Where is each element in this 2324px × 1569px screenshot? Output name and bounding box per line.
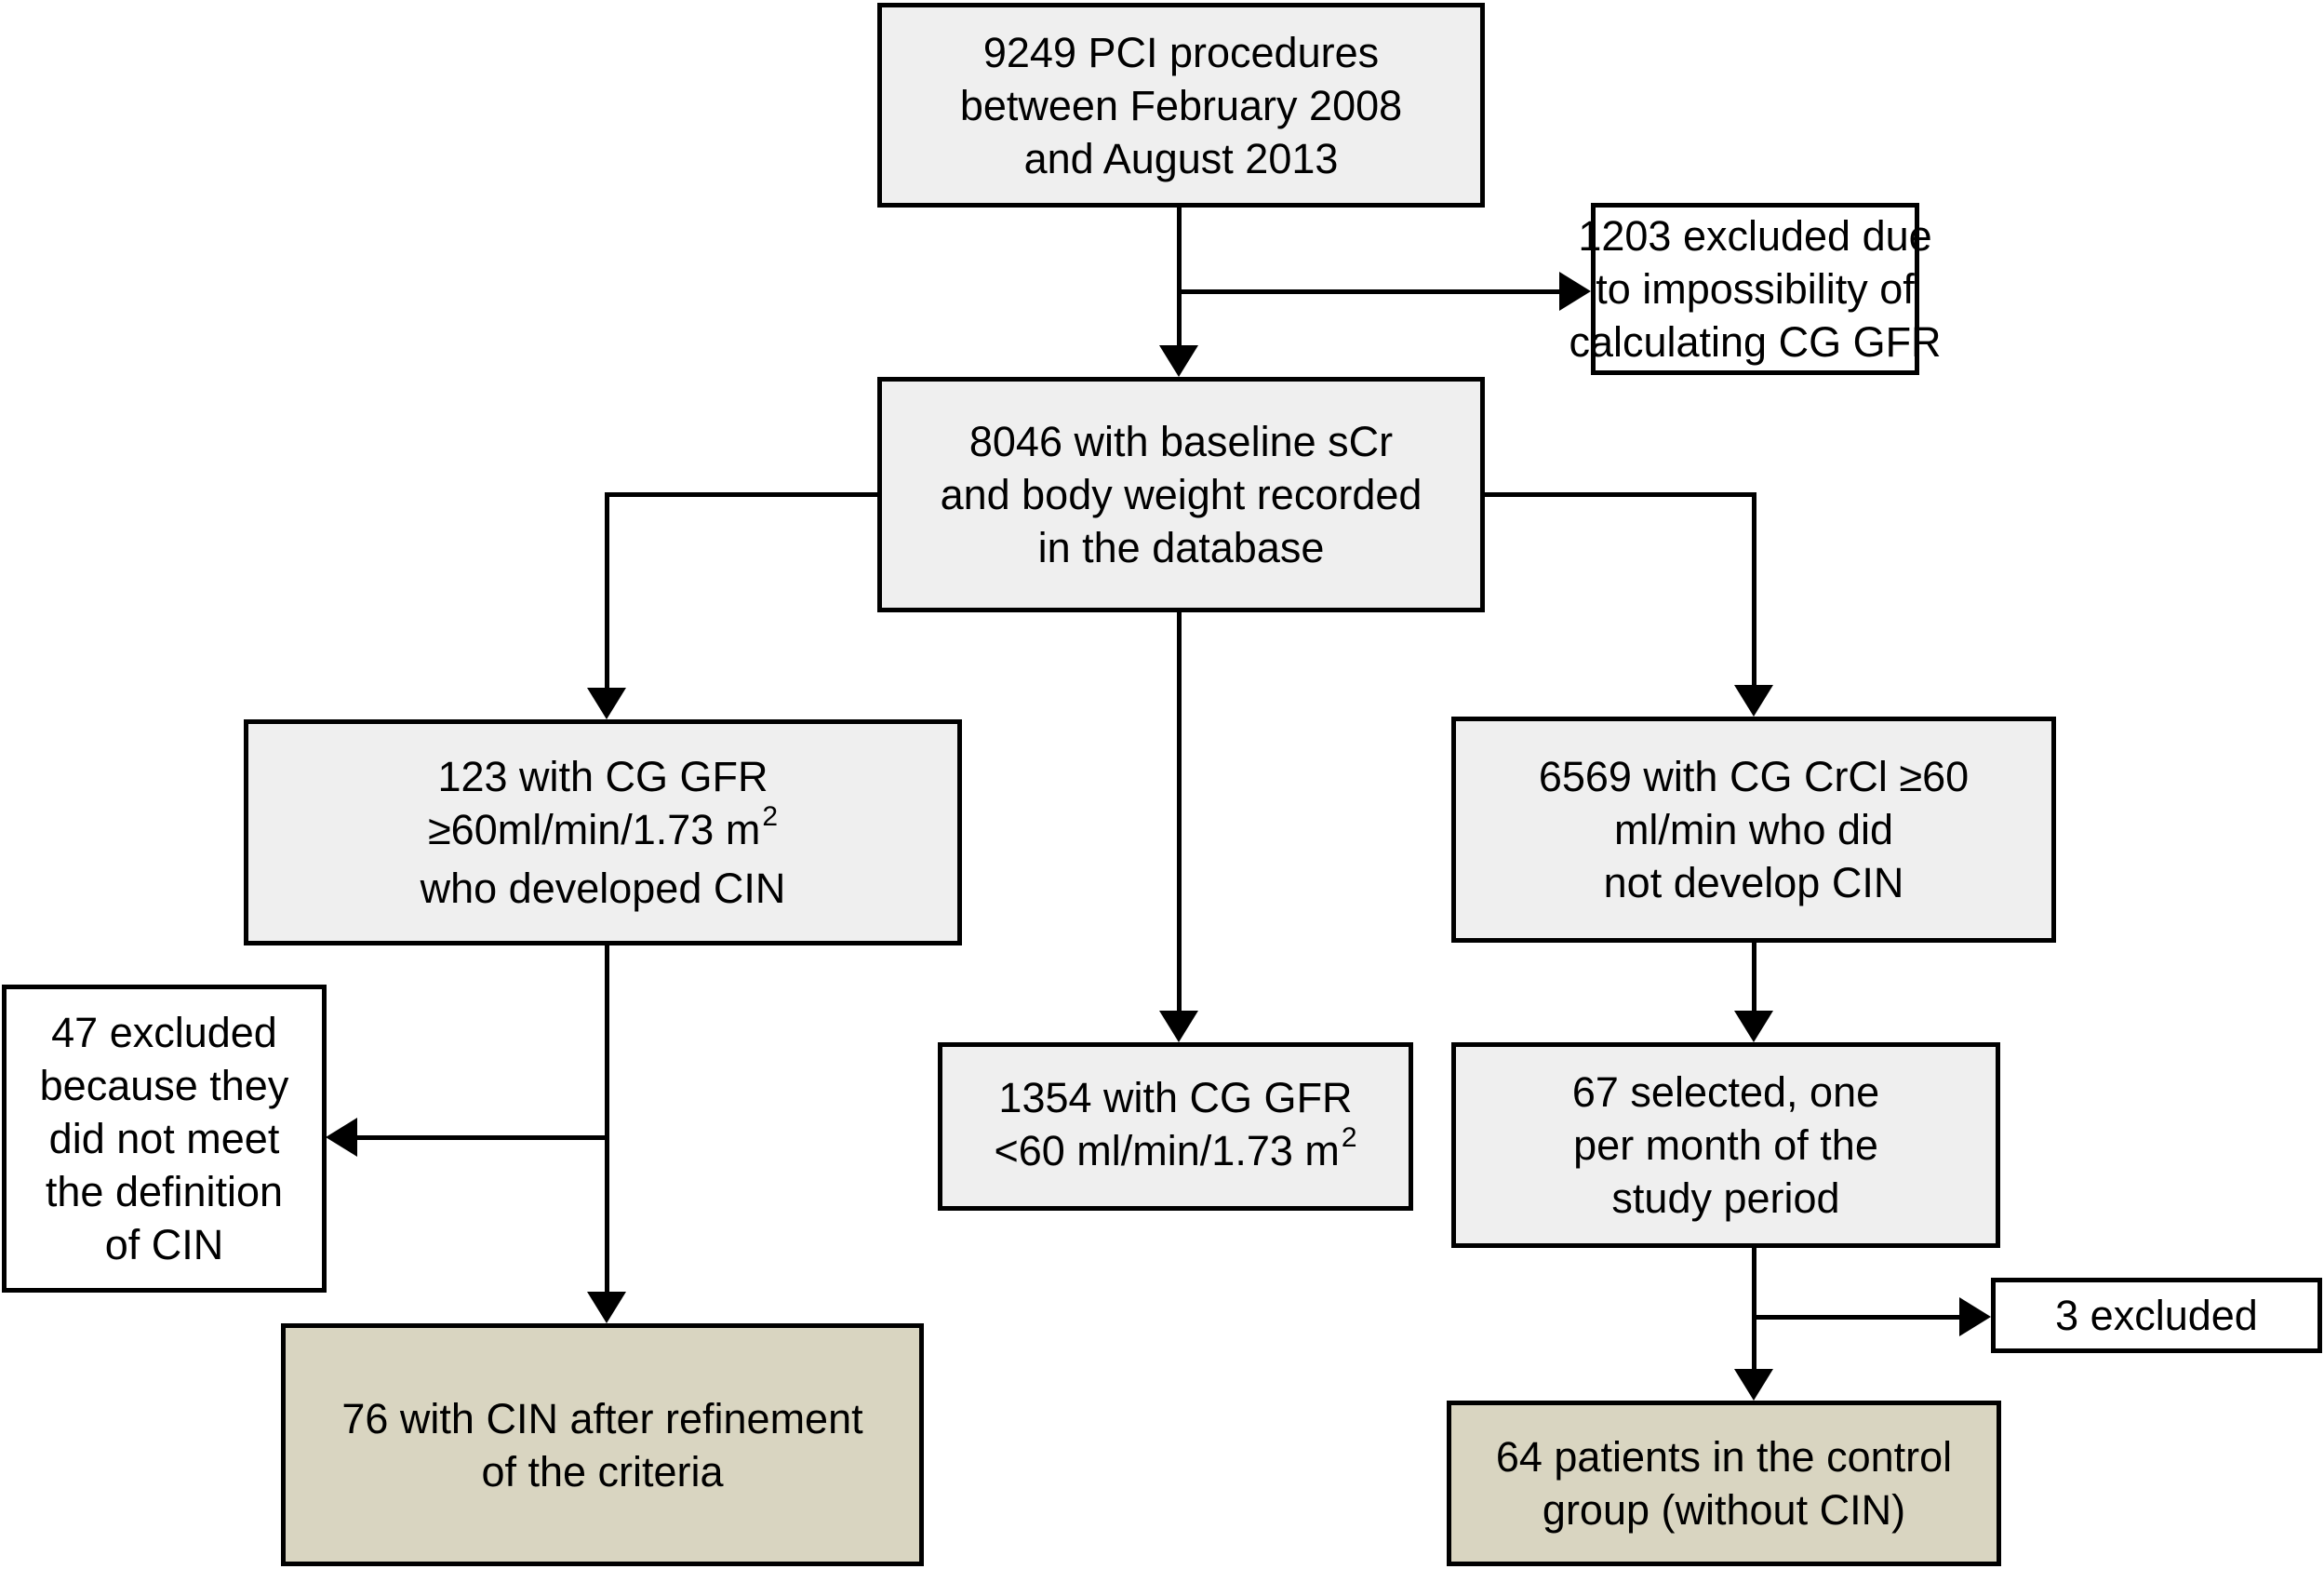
flow-box-line: ≥60ml/min/1.73 m2 [427,801,778,862]
connector-branch-to-excluded-definition [357,1135,607,1140]
superscript-2: 2 [762,801,778,832]
connector-selected-to-control [1752,1246,1756,1369]
flow-box-excluded-gfr-calc: 1203 excluded due to impossibility of ca… [1569,203,1942,375]
flow-box-line: 9249 PCI procedures [982,28,1380,76]
arrowhead-down-into-selected [1734,1011,1773,1042]
flow-box-line: did not meet [48,1115,280,1162]
flow-box-line: per month of the [1573,1121,1878,1169]
flow-box-line: in the database [1037,524,1325,571]
flow-box-line: the definition [45,1168,284,1215]
flow-box-cin-refined: 76 with CIN after refinement of the crit… [281,1323,924,1566]
connector-pci-to-baseline [1177,205,1182,347]
flow-box-line: 64 patients in the control [1495,1433,1953,1481]
flow-box-line: not develop CIN [1603,859,1904,906]
connector-no-cin-to-selected [1752,941,1756,1012]
flow-box-line: who developed CIN [420,865,786,912]
connector-baseline-right-branch [1482,492,1756,497]
flow-box-line: <60 ml/min/1.73 m2 [994,1121,1357,1183]
flow-box-line: and August 2013 [1023,134,1339,182]
arrowhead-down-into-refined [587,1292,626,1323]
flow-box-line: group (without CIN) [1542,1486,1906,1534]
flow-box-line: calculating CG GFR [1569,318,1942,366]
flow-box-excluded-three: 3 excluded [1991,1278,2322,1353]
flow-box-line: study period [1611,1174,1840,1222]
flow-box-selected-monthly: 67 selected, one per month of the study … [1451,1042,2000,1248]
arrowhead-down-into-no-cin-group [1734,685,1773,717]
flow-box-line: because they [39,1062,289,1109]
flow-box-excluded-cin-definition: 47 excluded because they did not meet th… [2,985,327,1293]
flow-box-line: 6569 with CG CrCl ≥60 [1538,753,1970,800]
flow-box-no-cin-group: 6569 with CG CrCl ≥60 ml/min who did not… [1451,717,2056,943]
connector-down-to-no-cin-group [1752,492,1756,687]
flow-box-cin-group: 123 with CG GFR ≥60ml/min/1.73 m2 who de… [244,719,962,945]
flow-box-pci-procedures: 9249 PCI procedures between February 200… [877,3,1485,208]
connector-cin-group-to-refined [605,944,609,1294]
flow-box-line-base: <60 ml/min/1.73 m [994,1126,1340,1174]
flow-box-line: 67 selected, one [1571,1068,1880,1116]
flow-box-line: 1203 excluded due [1578,212,1932,260]
connector-baseline-left-branch [605,492,879,497]
flow-box-line: of the criteria [481,1447,724,1495]
arrowhead-left-into-excluded-definition [326,1118,357,1157]
flow-box-line: 76 with CIN after refinement [341,1394,863,1442]
flow-box-line: and body weight recorded [940,471,1422,518]
connector-branch-to-excluded-gfr [1177,289,1563,294]
flow-box-line-base: ≥60ml/min/1.73 m [427,806,761,853]
flow-box-control-group: 64 patients in the control group (withou… [1447,1401,2001,1566]
arrowhead-right-into-excluded-gfr [1559,272,1591,311]
flow-box-line: 3 excluded [2055,1292,2258,1339]
flow-box-baseline-recorded: 8046 with baseline sCr and body weight r… [877,377,1485,612]
connector-baseline-to-low-gfr [1177,610,1182,1012]
arrowhead-right-into-excluded-three [1959,1297,1991,1336]
flow-box-line: 123 with CG GFR [437,753,768,800]
arrowhead-down-into-cin-group [587,688,626,719]
arrowhead-down-into-baseline [1159,345,1198,377]
flow-box-line: 8046 with baseline sCr [968,418,1394,465]
flow-box-line: between February 2008 [959,81,1403,129]
flow-box-low-gfr: 1354 with CG GFR <60 ml/min/1.73 m2 [938,1042,1413,1211]
flow-box-line: of CIN [104,1221,224,1268]
flow-box-line: 1354 with CG GFR [998,1073,1353,1121]
arrowhead-down-into-control [1734,1369,1773,1401]
connector-down-to-cin-group [605,492,609,690]
superscript-2: 2 [1341,1121,1357,1153]
flow-box-line: ml/min who did [1613,806,1894,853]
connector-branch-to-excluded-three [1754,1315,1959,1320]
flow-box-line: to impossibility of [1596,265,1915,313]
flow-box-line: 47 excluded [51,1009,277,1056]
arrowhead-down-into-low-gfr [1159,1011,1198,1042]
